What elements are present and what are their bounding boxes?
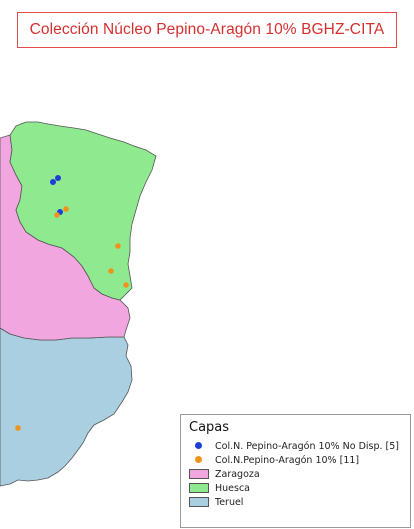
legend-item-disp: Col.N.Pepino-Aragón 10% [11] xyxy=(189,453,402,467)
legend-label: Col.N. Pepino-Aragón 10% No Disp. [5] xyxy=(215,440,399,452)
point-no-disp xyxy=(55,175,61,181)
huesca-province xyxy=(9,121,157,301)
legend-label: Teruel xyxy=(215,496,244,508)
orange-dot-icon xyxy=(189,455,209,465)
point-no-disp xyxy=(50,179,56,185)
legend-item-teruel: Teruel xyxy=(189,495,402,509)
map-legend: Capas Col.N. Pepino-Aragón 10% No Disp. … xyxy=(180,414,411,528)
point-disp xyxy=(108,268,114,274)
green-swatch-icon xyxy=(189,483,209,493)
map-title: Colección Núcleo Pepino-Aragón 10% BGHZ-… xyxy=(29,21,385,38)
blue-dot-icon xyxy=(189,441,209,451)
legend-title: Capas xyxy=(189,420,230,435)
legend-label: Zaragoza xyxy=(215,468,260,480)
teruel-province xyxy=(0,327,133,487)
pink-swatch-icon xyxy=(189,469,209,479)
point-disp xyxy=(15,425,21,431)
legend-item-no-disp: Col.N. Pepino-Aragón 10% No Disp. [5] xyxy=(189,439,402,453)
point-disp xyxy=(115,243,121,249)
point-disp xyxy=(63,206,69,212)
point-disp xyxy=(54,212,60,218)
map-title-box: Colección Núcleo Pepino-Aragón 10% BGHZ-… xyxy=(17,12,397,48)
point-disp xyxy=(123,282,129,288)
legend-item-zaragoza: Zaragoza xyxy=(189,467,402,481)
blue-swatch-icon xyxy=(189,497,209,507)
legend-label: Huesca xyxy=(215,482,251,494)
legend-item-huesca: Huesca xyxy=(189,481,402,495)
legend-label: Col.N.Pepino-Aragón 10% [11] xyxy=(215,454,360,466)
